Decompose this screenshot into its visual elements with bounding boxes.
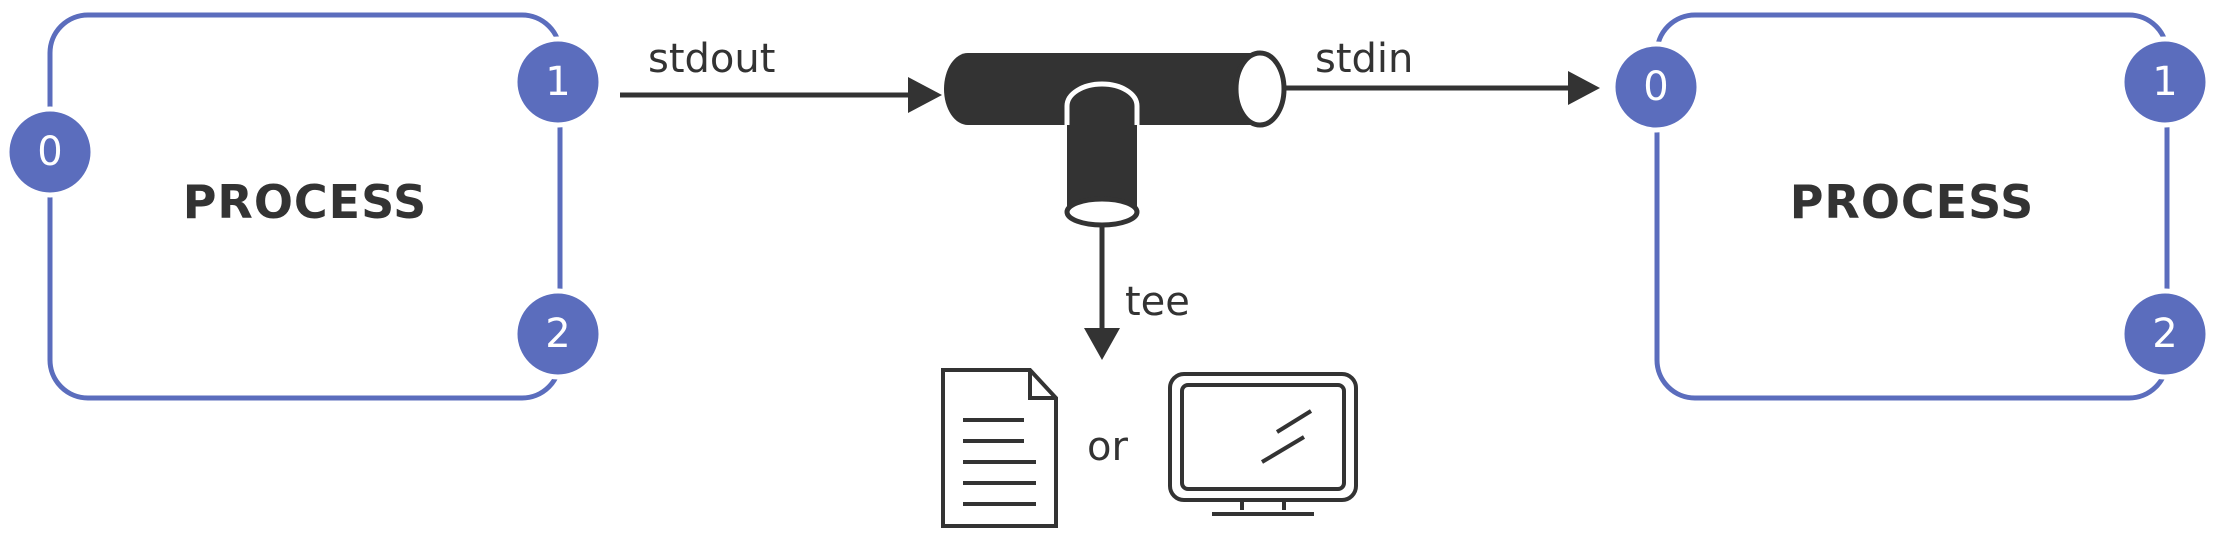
tee-arrow: tee [1084, 225, 1190, 360]
left-fd-stdin-circle [4, 106, 96, 198]
pipe-vertical-body [1067, 100, 1137, 212]
stdin-arrow: stdin [1284, 36, 1600, 105]
right-fd-stdin: 0 [1610, 41, 1702, 133]
right-fd-stdout-circle [2119, 36, 2211, 128]
document-outline [941, 368, 1058, 528]
left-fd-stdin-label: 0 [37, 129, 62, 175]
right-process: PROCESS 0 1 2 [1610, 12, 2211, 401]
monitor-glare-line [1275, 409, 1313, 434]
left-fd-stdin: 0 [4, 106, 96, 198]
left-fd-stdout-circle [512, 36, 604, 128]
document-corner-fold [1028, 370, 1056, 400]
right-fd-stderr-circle [2119, 288, 2211, 380]
left-process-box [47, 12, 563, 401]
tee-label: tee [1125, 279, 1190, 325]
left-process: PROCESS 0 1 2 [4, 12, 604, 401]
right-fd-stdout-label: 1 [2152, 59, 2177, 105]
right-fd-stdin-circle [1610, 41, 1702, 133]
document-icon [941, 368, 1058, 528]
pipe-icon [944, 50, 1287, 228]
left-fd-stdout-label: 1 [545, 59, 570, 105]
or-label: or [1087, 424, 1128, 470]
left-process-title: PROCESS [183, 175, 428, 229]
pipe-right-opening [1233, 50, 1287, 128]
stdin-arrow-head [1568, 71, 1600, 105]
right-process-title: PROCESS [1790, 175, 2035, 229]
right-fd-stderr: 2 [2119, 288, 2211, 380]
monitor-outer-frame [1168, 372, 1358, 502]
left-fd-stdout: 1 [512, 36, 604, 128]
monitor-screen [1180, 383, 1346, 491]
left-fd-stderr-label: 2 [545, 311, 570, 357]
monitor-icon [1168, 372, 1358, 516]
monitor-glare-line [1260, 435, 1306, 464]
left-fd-stderr-circle [512, 288, 604, 380]
tee-arrow-head [1084, 328, 1120, 360]
pipe-junction-outline [1064, 81, 1140, 125]
stdout-arrow-head [908, 77, 942, 113]
left-fd-stderr: 2 [512, 288, 604, 380]
stdin-label: stdin [1315, 36, 1413, 82]
stdout-label: stdout [648, 36, 775, 82]
pipe-horizontal-body [944, 53, 1258, 125]
right-fd-stdout: 1 [2119, 36, 2211, 128]
right-fd-stderr-label: 2 [2152, 311, 2177, 357]
stdout-arrow: stdout [620, 36, 942, 113]
right-fd-stdin-label: 0 [1643, 64, 1668, 110]
pipe-bottom-opening [1064, 196, 1140, 228]
right-process-box [1654, 12, 2170, 401]
